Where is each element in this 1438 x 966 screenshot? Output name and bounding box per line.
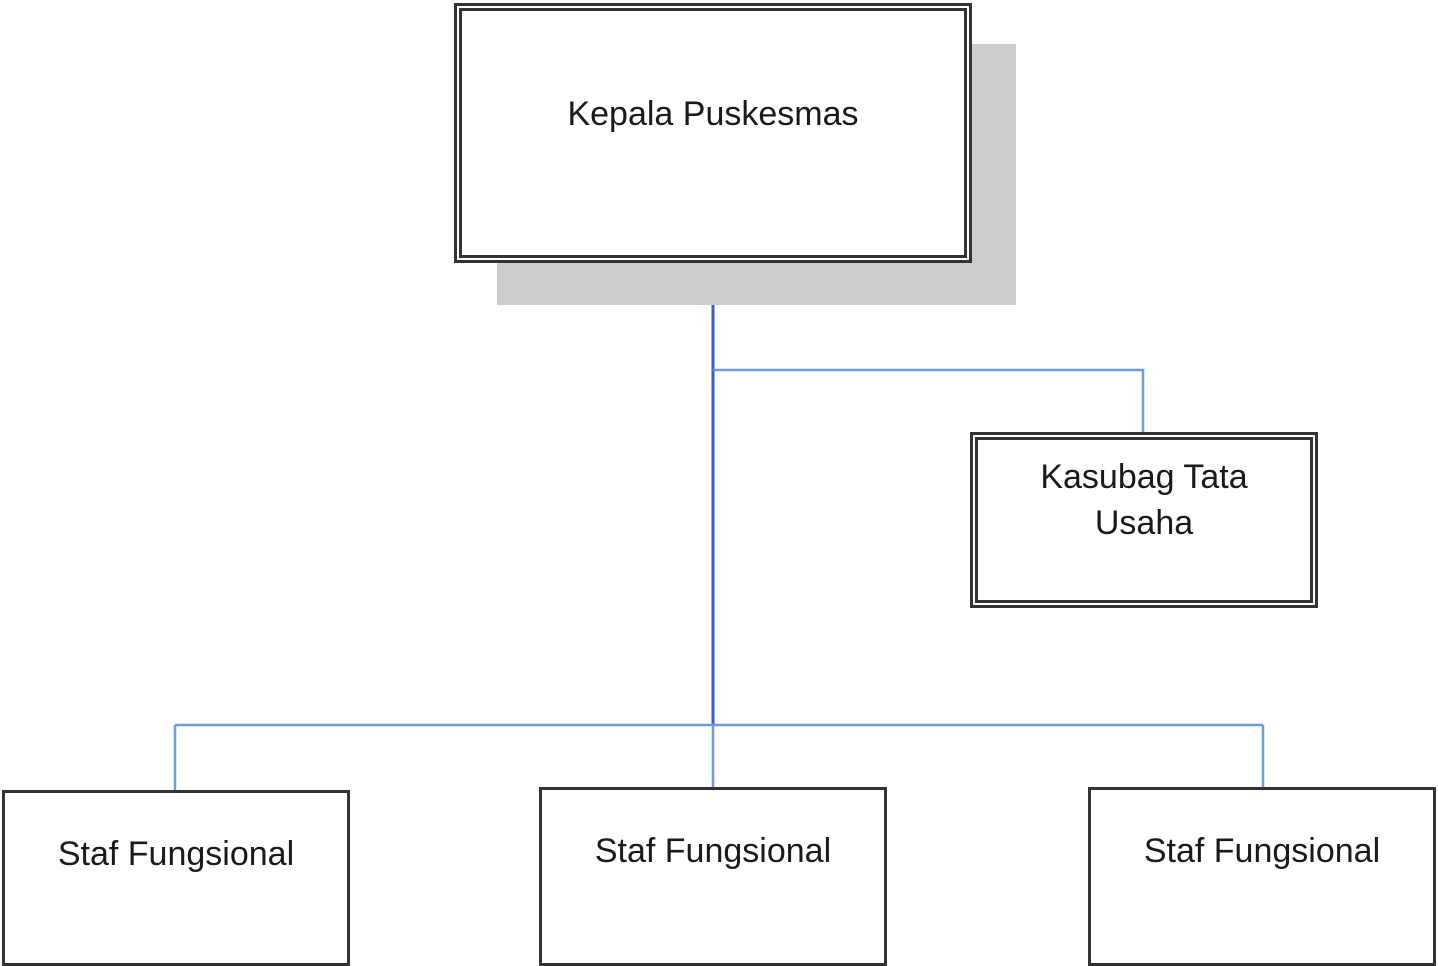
node-label: Kepala Puskesmas bbox=[567, 95, 859, 133]
node-staf-fungsional-right: Staf Fungsional bbox=[1088, 787, 1436, 966]
node-label: Staf Fungsional bbox=[1143, 832, 1381, 870]
node-kepala-puskesmas: Kepala Puskesmas bbox=[454, 3, 972, 263]
node-staf-fungsional-center: Staf Fungsional bbox=[539, 787, 887, 966]
node-kasubag-tata-usaha: Kasubag Tata Usaha bbox=[970, 432, 1318, 608]
node-label: Kasubag Tata Usaha bbox=[1040, 458, 1248, 542]
node-label: Staf Fungsional bbox=[594, 832, 832, 870]
node-staf-fungsional-left: Staf Fungsional bbox=[2, 790, 350, 966]
connector-kasubag bbox=[713, 368, 1145, 432]
node-label: Staf Fungsional bbox=[57, 835, 295, 873]
